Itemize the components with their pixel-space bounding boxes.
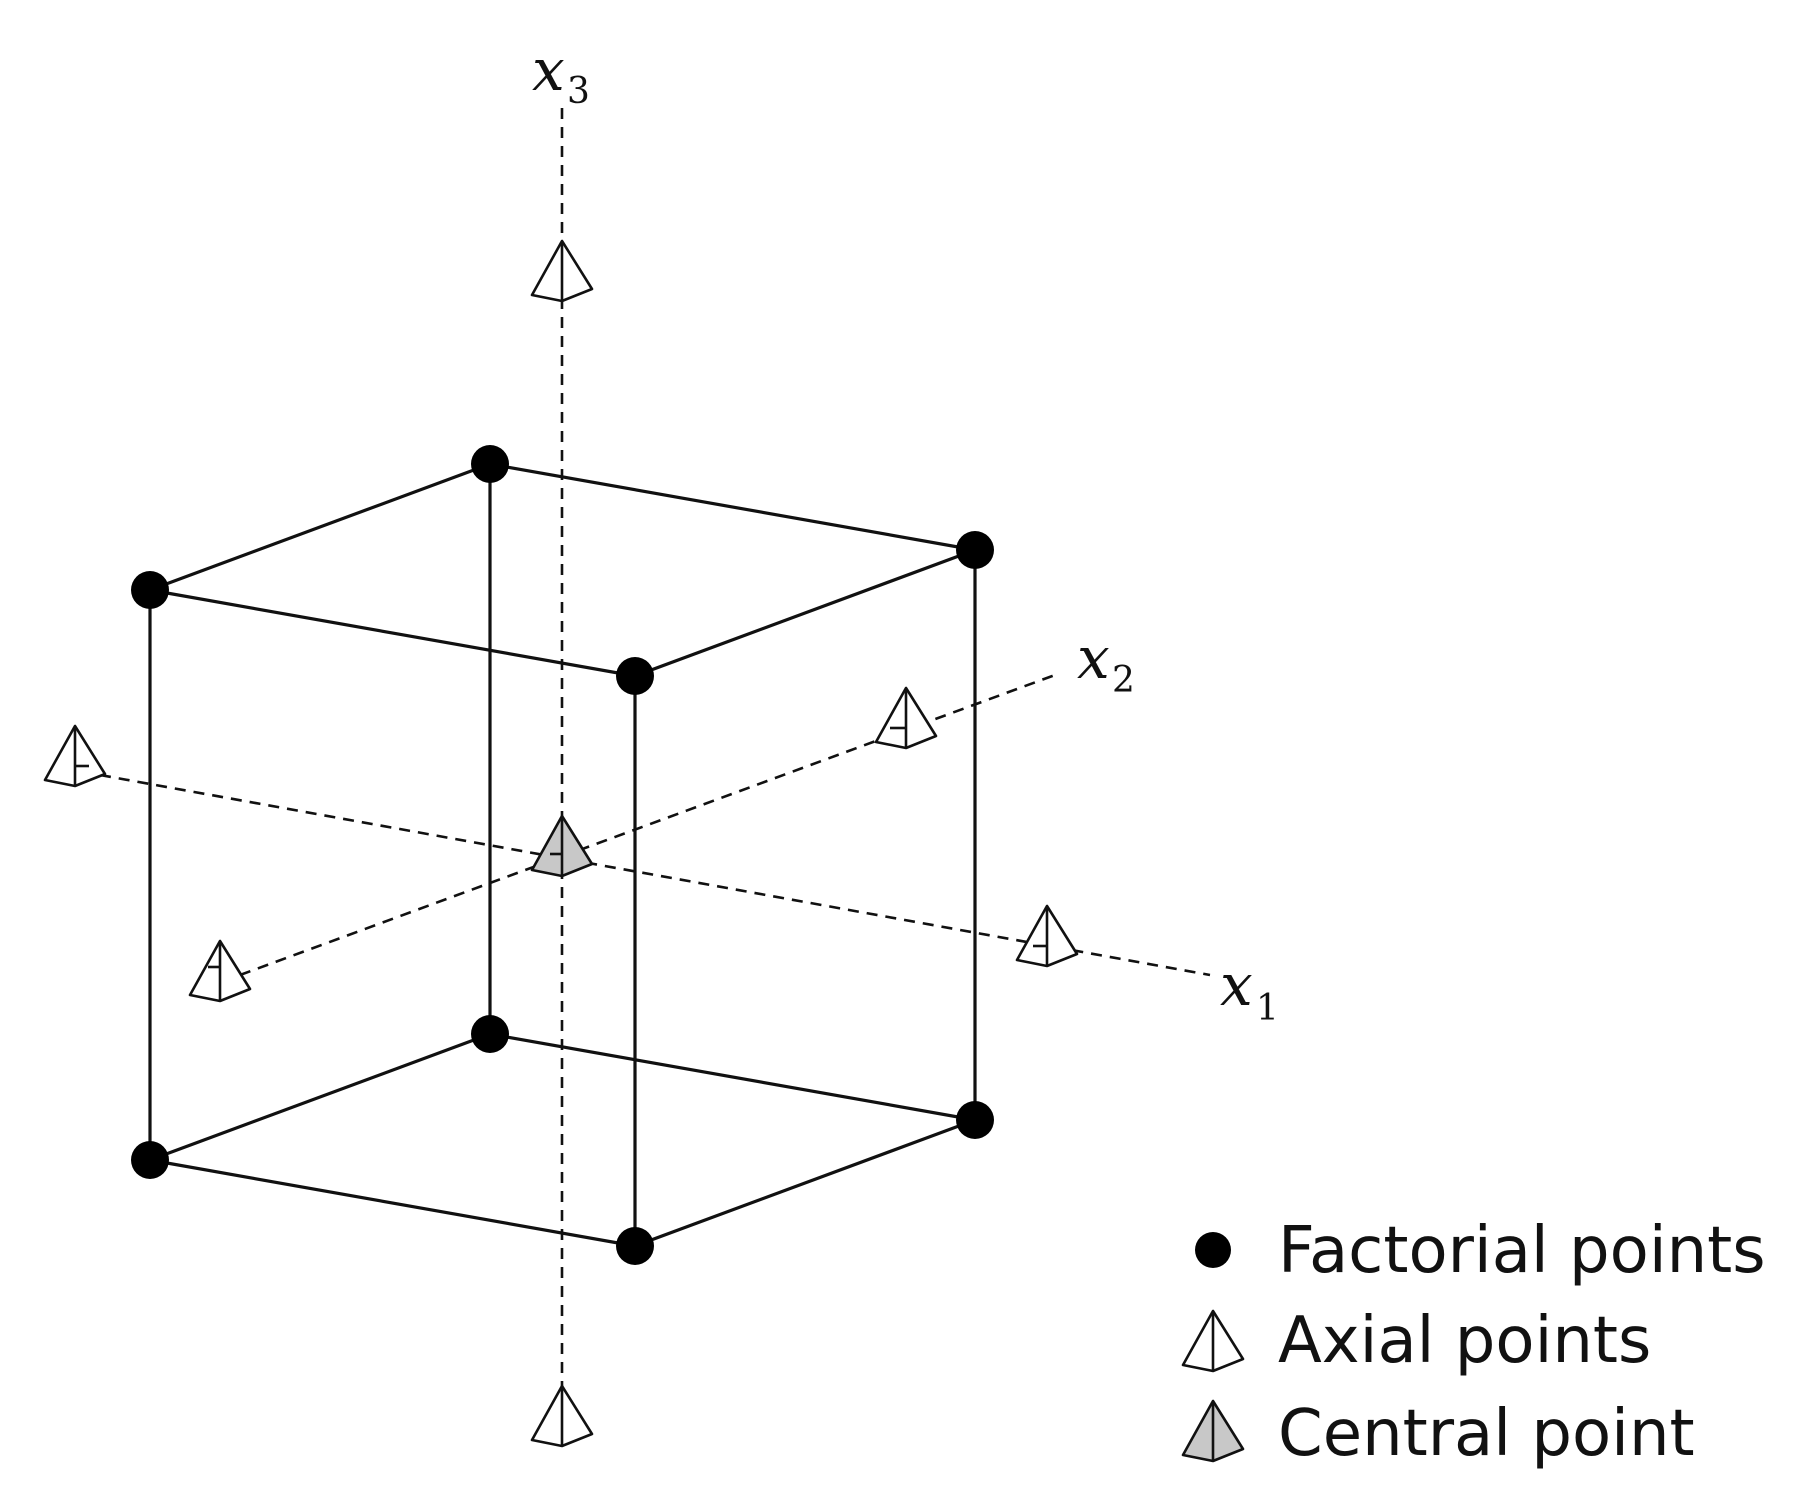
- cube-edge: [489, 462, 976, 552]
- axis-x1-line: [99, 773, 1211, 977]
- cube-edge: [149, 588, 636, 678]
- factorial-point: [956, 531, 994, 569]
- factorial-points: [131, 445, 994, 1265]
- cube-edge: [634, 548, 976, 678]
- cube-edges: [148, 462, 977, 1248]
- axis-label-x2: x 2: [1077, 624, 1135, 701]
- factorial-point: [471, 445, 509, 483]
- axial-point-x3-bottom: [530, 1384, 594, 1448]
- legend: Factorial points Axial points Central po…: [1181, 1214, 1766, 1471]
- cube-edge: [489, 1032, 976, 1122]
- axes: [99, 108, 1211, 1395]
- factorial-point: [471, 1015, 509, 1053]
- legend-central-marker: [1181, 1399, 1245, 1463]
- axis-label-x3: x 3: [532, 36, 590, 112]
- cube-edge: [634, 1118, 976, 1248]
- svg-text:x: x: [532, 36, 565, 104]
- svg-text:x: x: [1220, 951, 1253, 1019]
- axial-point-x2-far: [874, 686, 938, 750]
- legend-central-label: Central point: [1278, 1397, 1695, 1471]
- cube-edge: [149, 462, 491, 592]
- factorial-point: [956, 1101, 994, 1139]
- axis-label-x1: x 1: [1220, 951, 1279, 1029]
- axial-point-x2-near: [188, 939, 252, 1003]
- factorial-point: [131, 1141, 169, 1179]
- central-point: [530, 814, 594, 878]
- svg-text:3: 3: [567, 71, 590, 112]
- svg-text:x: x: [1077, 624, 1110, 692]
- svg-text:2: 2: [1112, 660, 1135, 701]
- factorial-point: [131, 571, 169, 609]
- axial-point-x1-left: [43, 724, 107, 788]
- legend-axial-marker: [1181, 1309, 1245, 1373]
- cube-edge: [149, 1158, 636, 1248]
- axial-point-x1-right: [1015, 904, 1079, 968]
- factorial-point: [616, 657, 654, 695]
- legend-factorial-marker: [1195, 1232, 1231, 1268]
- legend-factorial-label: Factorial points: [1278, 1214, 1766, 1288]
- axial-point-x3-top: [530, 239, 594, 303]
- cube-edge: [149, 1032, 491, 1162]
- factorial-point: [616, 1227, 654, 1265]
- axis-x2-line: [239, 673, 1056, 977]
- legend-axial-label: Axial points: [1278, 1304, 1651, 1378]
- axial-points: [43, 239, 1079, 1448]
- svg-text:1: 1: [1256, 988, 1279, 1029]
